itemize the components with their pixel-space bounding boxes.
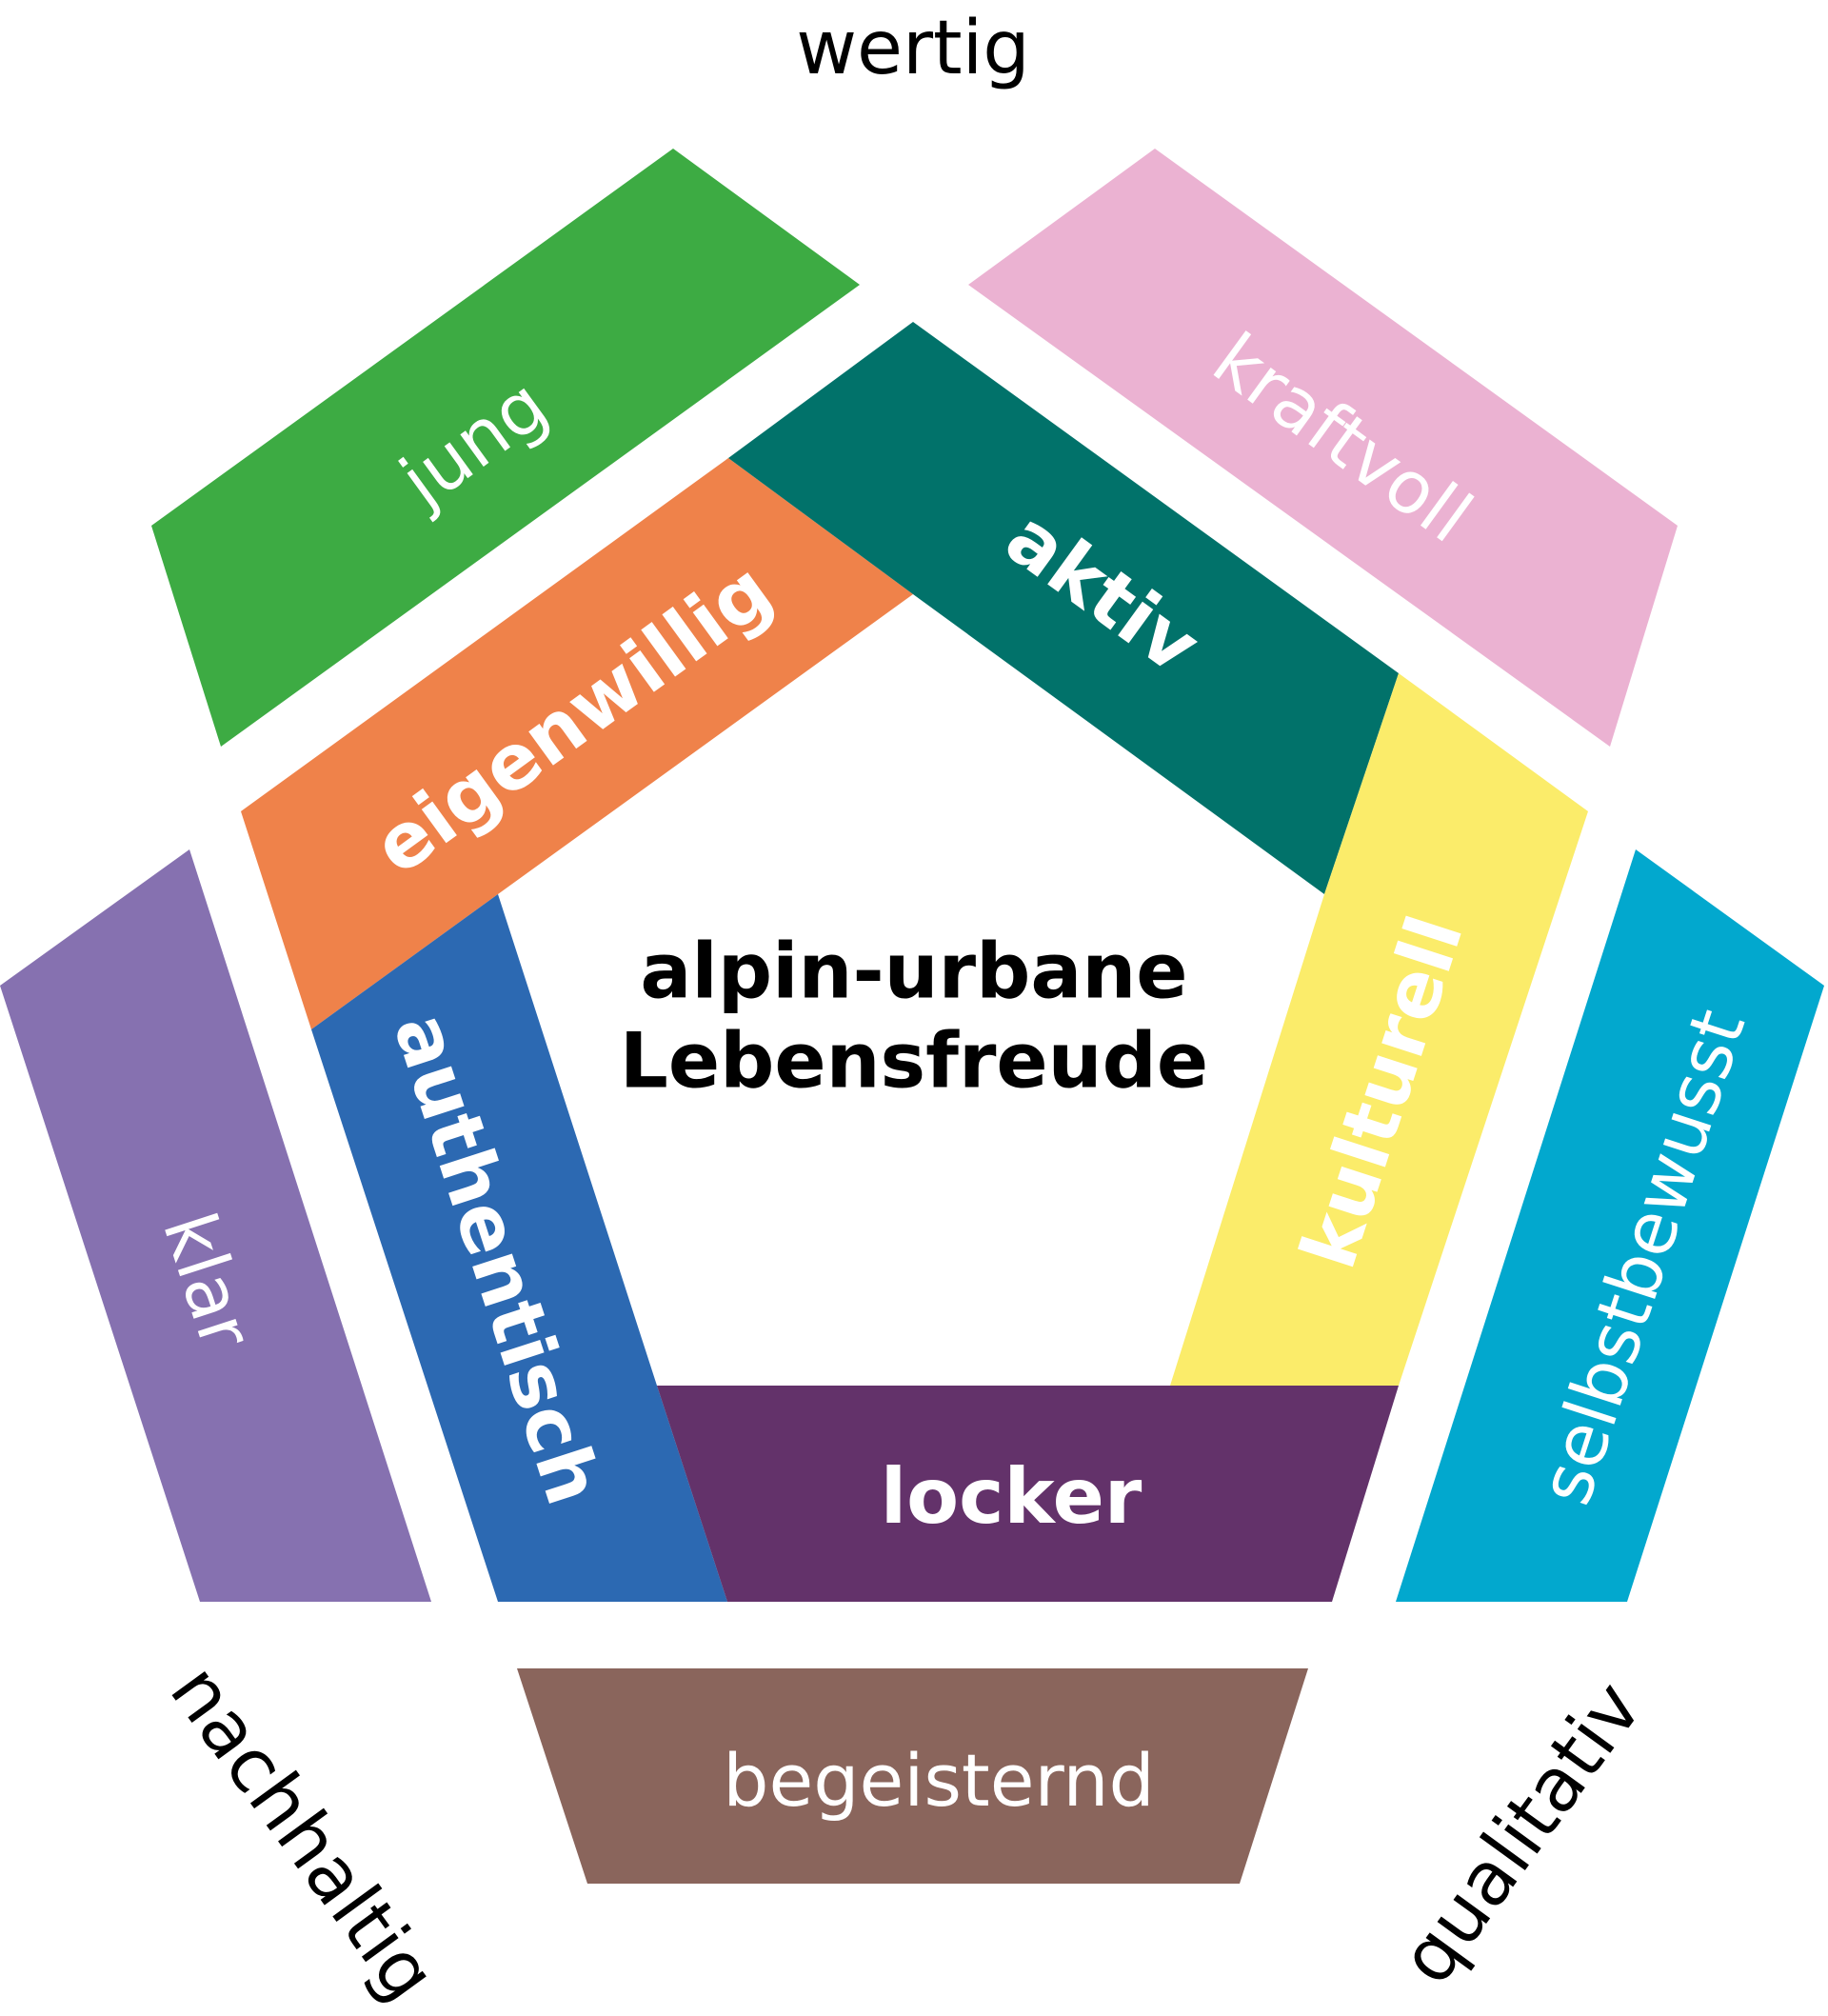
segment-kraftvoll <box>968 149 1678 747</box>
segment-label-locker: locker <box>880 1452 1142 1541</box>
center-title-line2: Lebensfreude <box>619 1017 1209 1106</box>
center-title-line1: alpin-urbane <box>640 927 1188 1016</box>
segment-klar <box>0 849 431 1602</box>
segment-kulturell <box>1170 673 1588 1386</box>
segment-begeisternd <box>517 1668 1308 1884</box>
segment-eigenwillig <box>241 458 913 1029</box>
segment-authentisch <box>311 894 727 1602</box>
center-title: alpin-urbane Lebensfreude <box>620 928 1208 1108</box>
segment-selbstbewusst <box>1396 849 1824 1602</box>
segment-jung <box>151 149 860 747</box>
segment-locker <box>657 1386 1399 1602</box>
label-wertig: wertig <box>796 6 1030 91</box>
segment-aktiv <box>728 322 1399 894</box>
segment-label-begeisternd: begeisternd <box>723 1738 1155 1823</box>
